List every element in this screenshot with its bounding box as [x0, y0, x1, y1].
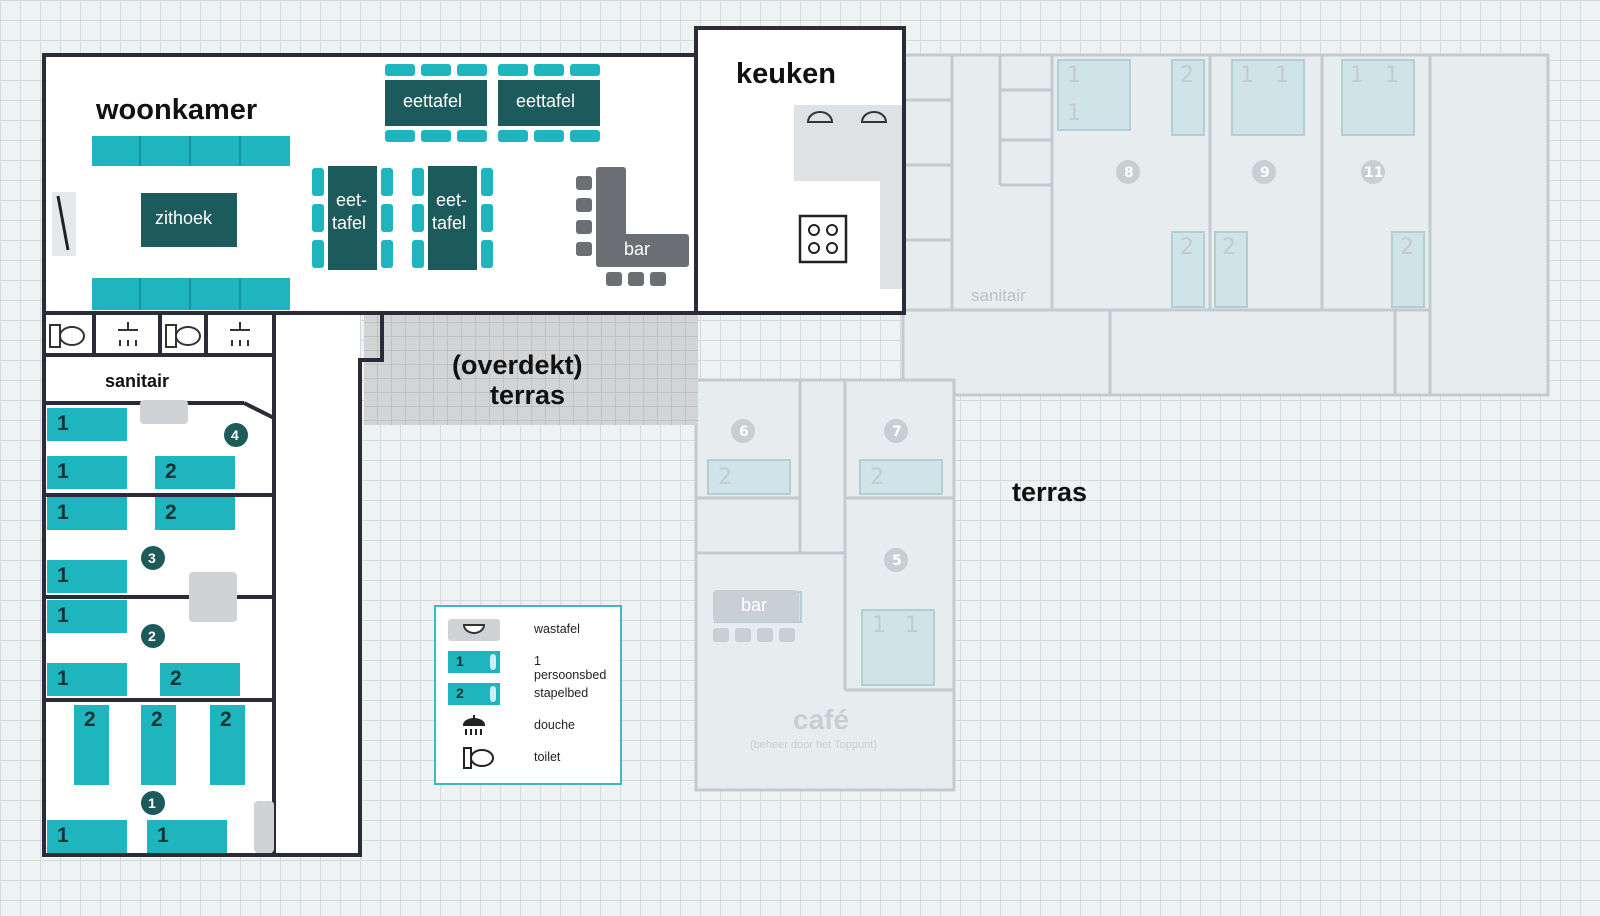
table-label-tafel-3b: tafel — [332, 213, 367, 233]
toilet-icon — [463, 747, 494, 769]
bed-label: 2 — [165, 501, 177, 524]
dorm-beds — [47, 408, 245, 853]
bed-label: 1 — [57, 501, 69, 524]
shower-icon — [462, 715, 486, 735]
bed-label: 2 — [170, 667, 182, 690]
room-number-2: 2 — [148, 628, 156, 644]
room-number-badges — [141, 423, 248, 815]
bed-label: 2 — [151, 708, 163, 731]
svg-text:1: 1 — [1385, 63, 1399, 88]
svg-text:6: 6 — [739, 424, 749, 440]
kitchen-sink-icon — [806, 111, 888, 123]
sofa-bench — [52, 136, 290, 310]
cafe-bar — [713, 590, 799, 642]
svg-text:2: 2 — [1180, 63, 1194, 88]
svg-text:2: 2 — [718, 465, 732, 490]
room-number-3: 3 — [148, 550, 156, 566]
cafe-bar-label: bar — [741, 595, 768, 615]
table-label-eettafel-2: eettafel — [516, 91, 576, 111]
dorm-sinks — [140, 400, 274, 853]
bed-label: 1 — [57, 824, 69, 847]
svg-text:7: 7 — [892, 424, 902, 440]
room-number-1: 1 — [148, 795, 156, 811]
bunk-bed-icon — [448, 683, 500, 705]
room-label-sanitair: sanitair — [105, 371, 170, 391]
bar-counter — [576, 167, 689, 286]
svg-text:2: 2 — [1400, 235, 1414, 260]
svg-text:1: 1 — [1350, 63, 1364, 88]
legend-item-douche: douche — [446, 713, 616, 739]
bed-label: 1 — [57, 460, 69, 483]
dining-tables — [312, 64, 600, 270]
faded-room-numbers: 8 9 11 6 7 5 — [731, 160, 1385, 572]
bed-label: 1 — [157, 824, 169, 847]
table-label-eettafel-1: eettafel — [403, 91, 463, 111]
bar-label: bar — [624, 239, 651, 259]
sink-icon — [448, 619, 500, 641]
bed-label: 1 — [57, 604, 69, 627]
single-bed-icon — [448, 651, 500, 673]
svg-text:5: 5 — [892, 553, 902, 569]
svg-text:2: 2 — [1180, 235, 1194, 260]
stove-icon — [798, 214, 848, 264]
legend-item-single-bed: 1 1 persoonsbed — [446, 649, 616, 682]
svg-text:1: 1 — [1067, 101, 1081, 126]
svg-text:1: 1 — [1240, 63, 1254, 88]
legend-item-bunk-bed: 2 stapelbed — [446, 681, 616, 707]
room-label-terras: terras — [1012, 477, 1088, 507]
room-label-sanitair-adjacent: sanitair — [971, 286, 1026, 305]
svg-text:8: 8 — [1124, 165, 1134, 181]
bed-label: 1 — [57, 412, 69, 435]
svg-text:1: 1 — [872, 613, 886, 638]
legend-item-toilet: toilet — [446, 745, 616, 771]
svg-text:1: 1 — [905, 613, 919, 638]
svg-text:1: 1 — [1275, 63, 1289, 88]
room-label-cafe-sub: (beheer door het Toppunt) — [750, 739, 877, 751]
bed-label: 1 — [57, 667, 69, 690]
table-label-eet-3a: eet- — [336, 190, 368, 210]
svg-text:2: 2 — [870, 465, 884, 490]
bed-label: 2 — [84, 708, 96, 731]
table-label-tafel-4b: tafel — [432, 213, 467, 233]
adjacent-building — [694, 53, 1550, 792]
room-label-woonkamer: woonkamer — [96, 94, 258, 126]
svg-text:11: 11 — [1364, 165, 1383, 181]
sanitair-fixtures — [49, 322, 250, 348]
table-label-eet-4a: eet- — [436, 190, 468, 210]
bed-label: 2 — [165, 460, 177, 483]
bed-label: 2 — [220, 708, 232, 731]
room-label-overdekt-terras: terras — [490, 380, 566, 410]
room-number-4: 4 — [231, 427, 239, 443]
room-label-keuken: keuken — [736, 58, 836, 90]
legend-item-wastafel: wastafel — [446, 617, 616, 643]
room-label-overdekt: (overdekt) — [452, 350, 583, 380]
zithoek-table — [141, 193, 237, 247]
covered-terrace — [364, 315, 698, 425]
bed-label: 1 — [57, 564, 69, 587]
svg-text:2: 2 — [1222, 235, 1236, 260]
legend: wastafel 1 1 persoonsbed 2 stapelbed dou… — [434, 605, 622, 785]
svg-text:9: 9 — [1260, 165, 1270, 181]
table-label-zithoek: zithoek — [155, 208, 213, 228]
room-label-cafe: café — [793, 704, 850, 735]
svg-text:1: 1 — [1067, 63, 1081, 88]
